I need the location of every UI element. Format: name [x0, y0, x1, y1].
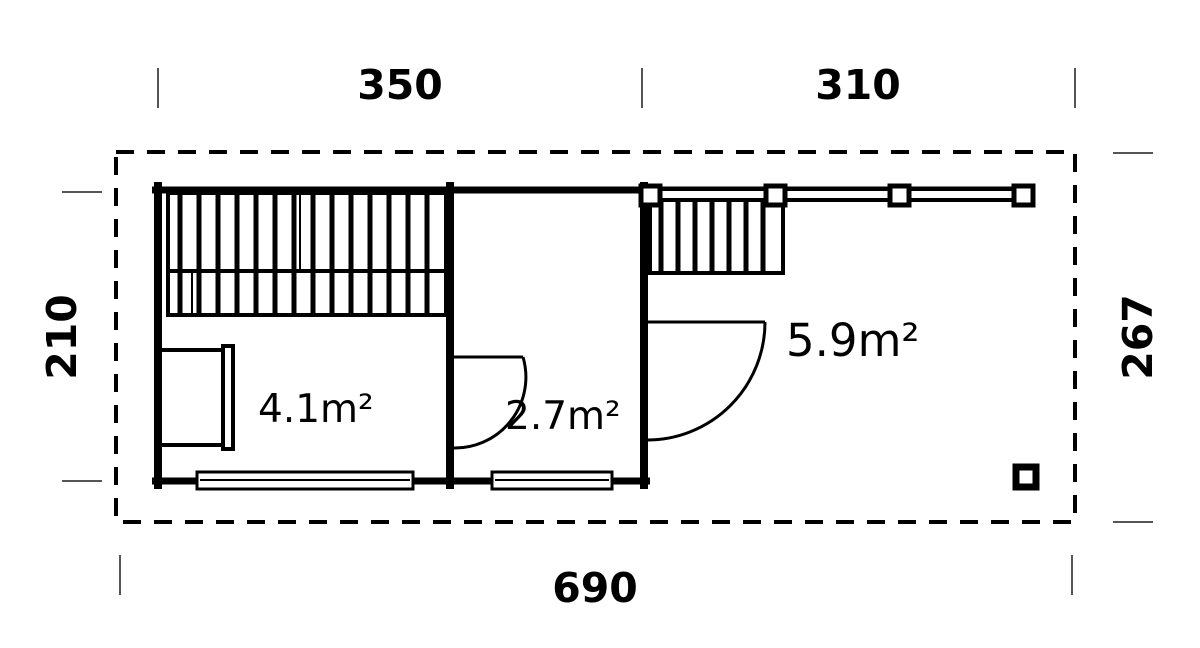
- room-area-terrace: 5.9m²: [786, 314, 919, 367]
- room-area-sauna: 4.1m²: [258, 387, 374, 432]
- right-dimension-ticks: [1113, 152, 1153, 523]
- top-dimension-ticks: [157, 68, 1076, 108]
- terrace-bench: [648, 194, 785, 275]
- terrace-corner-post: [1012, 463, 1040, 491]
- dimension-left-label: 210: [38, 294, 86, 380]
- dimension-right-label: 267: [1114, 294, 1162, 380]
- bottom-dimension-ticks: [119, 555, 1073, 595]
- dimension-top-right-label: 310: [815, 61, 901, 109]
- dimension-bottom-label: 690: [552, 564, 638, 612]
- dimension-top-left-label: 350: [357, 61, 443, 109]
- terrace-door-arc: [646, 321, 767, 442]
- sauna-bench-lower-slats: [177, 273, 430, 313]
- sauna-bench: [166, 191, 448, 317]
- roof-overhang-outline: [114, 150, 1077, 524]
- terrace-railing: [638, 183, 1036, 208]
- terrace-railing-posts: [638, 183, 1036, 208]
- room-area-washroom: 2.7m²: [505, 394, 621, 439]
- washroom-window: [490, 470, 614, 491]
- left-dimension-ticks: [62, 191, 102, 482]
- sauna-heater: [158, 344, 235, 451]
- washroom-door-arc: [451, 356, 528, 450]
- terrace-bench-slats: [658, 198, 766, 271]
- washroom-door: [451, 355, 528, 450]
- sauna-bench-upper-slats: [177, 195, 430, 269]
- terrace-door: [646, 320, 767, 442]
- sauna-window: [195, 470, 415, 491]
